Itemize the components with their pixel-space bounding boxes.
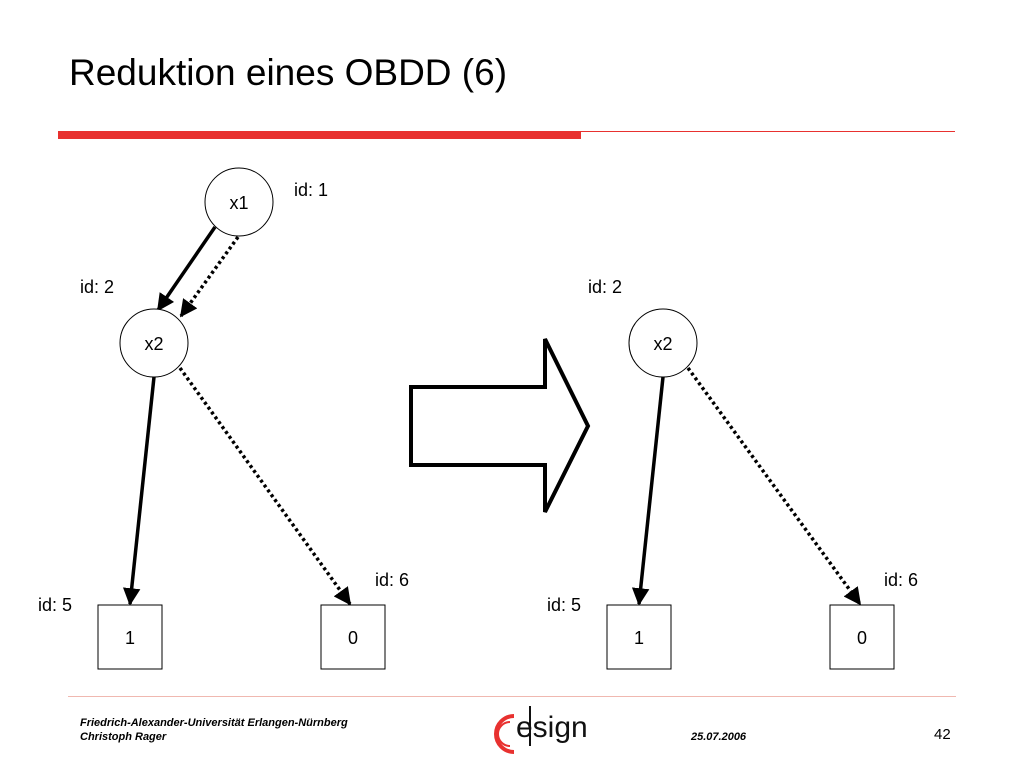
left-edge-x1-x2-high <box>156 226 217 312</box>
left-node-x1-label: x1 <box>229 193 248 213</box>
right-node-x2-id: id: 2 <box>588 277 622 297</box>
right-terminal-1-label: 1 <box>634 628 644 648</box>
left-edge-x2-1-high <box>122 376 156 606</box>
right-edge-x2-0-low <box>686 366 862 606</box>
left-terminal-0-label: 0 <box>348 628 358 648</box>
right-terminal-1-id: id: 5 <box>547 595 581 615</box>
design-logo-text: esign <box>516 711 588 744</box>
transform-arrow <box>409 338 591 513</box>
left-terminal-0-id: id: 6 <box>375 570 409 590</box>
footer-credits: Friedrich-Alexander-Universität Erlangen… <box>80 716 348 744</box>
right-node-x2 <box>628 308 698 378</box>
design-logo <box>494 706 531 754</box>
right-edge-x2-1-high <box>631 376 665 606</box>
footer-date: 25.07.2006 <box>691 731 747 743</box>
left-edge-x2-0-low <box>178 366 352 606</box>
page-number: 42 <box>934 726 951 743</box>
right-graph: x2 id: 2 1 id: 5 0 id: 6 <box>547 277 918 670</box>
left-terminal-1-id: id: 5 <box>38 595 72 615</box>
footer-author: Christoph Rager <box>80 731 167 743</box>
right-terminal-0-id: id: 6 <box>884 570 918 590</box>
right-terminal-0 <box>829 604 895 670</box>
footer-institution: Friedrich-Alexander-Universität Erlangen… <box>80 717 348 729</box>
right-node-x2-label: x2 <box>653 334 672 354</box>
left-node-x2 <box>119 308 189 378</box>
left-node-x1 <box>204 167 274 237</box>
footer-divider <box>68 696 956 697</box>
left-edge-x1-x2-low <box>179 235 240 318</box>
left-terminal-1 <box>97 604 163 670</box>
left-terminal-0 <box>320 604 386 670</box>
left-node-x1-id: id: 1 <box>294 180 328 200</box>
slide-title: Reduktion eines OBDD (6) <box>69 52 508 93</box>
right-terminal-1 <box>606 604 672 670</box>
left-node-x2-label: x2 <box>144 334 163 354</box>
left-terminal-1-label: 1 <box>125 628 135 648</box>
left-node-x2-id: id: 2 <box>80 277 114 297</box>
title-rule-thin <box>581 131 955 132</box>
title-rule-thick <box>58 131 581 139</box>
right-terminal-0-label: 0 <box>857 628 867 648</box>
left-graph: x1 id: 1 x2 id: 2 1 id: 5 0 id: 6 <box>38 167 409 670</box>
